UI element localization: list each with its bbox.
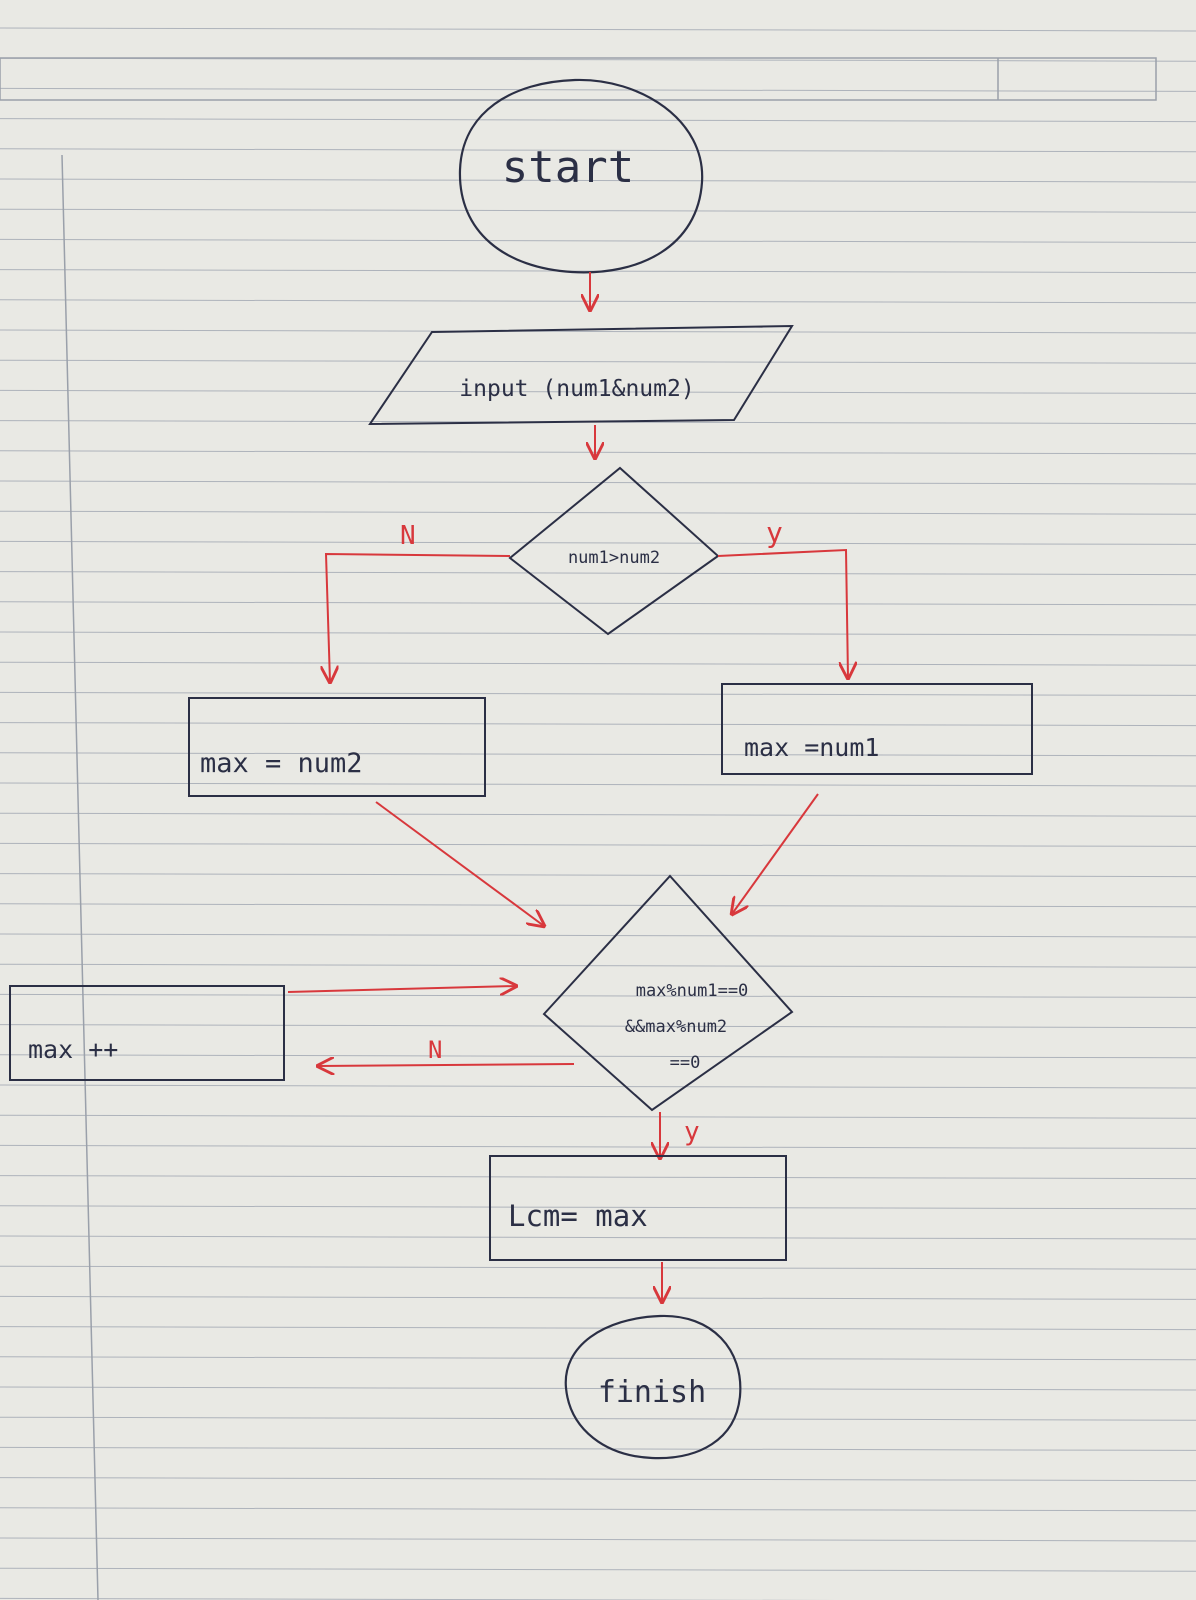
branch-no-1 — [326, 552, 511, 682]
label-y-2: y — [684, 1117, 700, 1147]
arrow-no-2 — [318, 1064, 575, 1066]
ruled-line — [0, 1175, 1196, 1180]
arrow-loop-back — [287, 986, 516, 992]
ruled-line — [0, 148, 1196, 153]
decision1-label: num1>num2 — [568, 548, 660, 568]
ruled-line — [0, 329, 1196, 334]
decision-divisible: max%num1==0 &&max%num2 ==0 — [542, 874, 794, 1112]
label-n-1: N — [400, 521, 416, 551]
ruled-line — [0, 1205, 1196, 1210]
arrow-left-to-decision2 — [375, 801, 544, 926]
ruled-line — [0, 1416, 1196, 1421]
decision2-line2: &&max%num2 — [625, 1017, 727, 1037]
ruled-line — [0, 661, 1196, 666]
input-label: input (num1&num2) — [459, 376, 694, 402]
ruled-line — [0, 238, 1196, 243]
ruled-line — [0, 1144, 1196, 1149]
ruled-line — [0, 873, 1196, 878]
assign-left-label: max = num2 — [200, 748, 363, 779]
ruled-line — [0, 1507, 1196, 1512]
ruled-line — [0, 480, 1196, 485]
ruled-line — [0, 1477, 1196, 1482]
decision2-line1: max%num1==0 — [636, 981, 749, 1001]
increment-label: max ++ — [28, 1035, 118, 1064]
ruled-line — [0, 842, 1196, 847]
ruled-line — [0, 963, 1196, 968]
lcm-label: Lcm= max — [508, 1199, 648, 1233]
ruled-line — [0, 601, 1196, 606]
ruled-line — [0, 993, 1196, 998]
ruled-line — [0, 359, 1196, 364]
ruled-line — [0, 389, 1196, 394]
assign-max-num2: max = num2 — [188, 697, 486, 797]
ruled-line — [0, 87, 1196, 92]
ruled-line — [0, 510, 1196, 515]
lcm-node: Lcm= max — [489, 1155, 787, 1261]
decision2-line3: ==0 — [670, 1053, 701, 1073]
header-box — [0, 57, 1157, 101]
ruled-line — [0, 1235, 1196, 1240]
label-y-1: y — [766, 516, 783, 549]
ruled-line — [0, 631, 1196, 636]
start-label: start — [502, 142, 634, 193]
ruled-line — [0, 27, 1196, 32]
ruled-line — [0, 722, 1196, 727]
ruled-line — [0, 752, 1196, 757]
input-node: input (num1&num2) — [368, 324, 794, 426]
ruled-line — [0, 691, 1196, 696]
ruled-line — [0, 1326, 1196, 1331]
ruled-line — [0, 540, 1196, 545]
assign-right-label: max =num1 — [744, 733, 879, 762]
decision-num1-gt-num2: num1>num2 — [508, 466, 720, 636]
label-n-2: N — [428, 1036, 442, 1064]
ruled-line — [0, 1446, 1196, 1451]
ruled-line — [0, 178, 1196, 183]
ruled-line — [0, 812, 1196, 817]
ruled-line — [0, 1356, 1196, 1361]
ruled-line — [0, 1024, 1196, 1029]
ruled-line — [0, 1265, 1196, 1270]
start-node: start — [458, 78, 704, 274]
ruled-line — [0, 208, 1196, 213]
ruled-line — [0, 1386, 1196, 1391]
ruled-line — [0, 1084, 1196, 1089]
branch-yes-1 — [717, 548, 848, 678]
ruled-line — [0, 1054, 1196, 1059]
ruled-line — [0, 118, 1196, 123]
ruled-line — [0, 1295, 1196, 1300]
finish-label: finish — [598, 1375, 706, 1410]
ruled-line — [0, 782, 1196, 787]
finish-node: finish — [564, 1314, 742, 1460]
arrow-right-to-decision2 — [732, 793, 819, 914]
margin-line — [61, 154, 99, 1600]
increment-node: max ++ — [9, 985, 285, 1081]
ruled-line — [0, 903, 1196, 908]
ruled-line — [0, 1537, 1196, 1542]
ruled-line — [0, 1567, 1196, 1572]
assign-max-num1: max =num1 — [721, 683, 1033, 775]
ruled-line — [0, 571, 1196, 576]
ruled-line — [0, 1114, 1196, 1119]
ruled-line — [0, 933, 1196, 938]
